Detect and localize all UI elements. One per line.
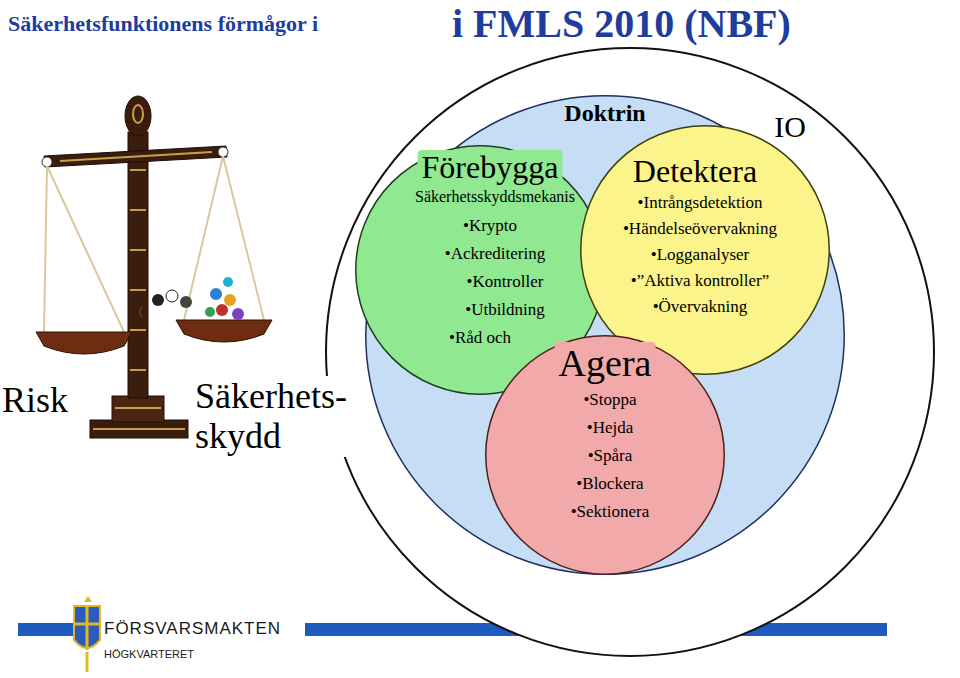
circle-heading: IO [774, 110, 806, 144]
label-slot: i FMLS 2010 (NBF) [452, 2, 791, 47]
text-slot: •Stoppa [583, 390, 636, 409]
right-pan [176, 320, 272, 342]
text-slot: •Hejda [587, 418, 634, 437]
agera-circle: Agera •Stoppa •Hejda •Spåra •Blockera •Sektio… [485, 335, 725, 575]
circle-heading: Detektera [633, 154, 757, 190]
label-slot: Risk [2, 380, 68, 420]
scale-pedestal [112, 396, 164, 422]
text-slot: •Utbildning [465, 300, 545, 319]
text-slot: •Spåra [588, 446, 633, 465]
bullet-item: •Blockera [576, 474, 643, 493]
bullet-item: •Spåra [588, 446, 633, 465]
scale-plinth [90, 420, 188, 438]
text-slot: •Råd och [449, 328, 511, 347]
threat-icons [140, 277, 244, 320]
slide-title: Säkerhetsfunktionens förmågor i [8, 12, 318, 37]
bullet-item: •Stoppa [583, 390, 636, 409]
scale-chains [44, 156, 264, 332]
circle-heading: Förebygga [418, 150, 563, 186]
text-slot: •Övervakning [653, 297, 748, 316]
circle-heading: Agera [555, 342, 656, 385]
crest-cross [74, 623, 100, 626]
text-slot: IO [774, 110, 806, 144]
bullet-item: •Kontroller [467, 272, 544, 291]
scale-knob [125, 96, 151, 136]
circle-heading: Doktrin [564, 100, 645, 127]
beam-end [42, 157, 52, 167]
text-slot: •Kontroller [467, 272, 544, 291]
left-pan [36, 332, 132, 354]
text-slot: •Ackreditering [445, 244, 545, 263]
text-slot: •Logganalyser [651, 245, 749, 264]
label-slot: HÖGKVARTERET [104, 644, 194, 662]
text-slot: •Krypto [463, 216, 517, 235]
text-slot: •Sektionera [571, 502, 650, 521]
scale-beam [44, 146, 227, 167]
text-slot: •”Aktiva kontroller” [631, 271, 770, 290]
brand-bar [18, 623, 78, 636]
text-slot: Detektera [633, 154, 757, 190]
bullet-item: •Krypto [463, 216, 517, 235]
agera-circle-shape [486, 336, 725, 575]
crest-cross [86, 606, 89, 650]
crest-crown [84, 596, 92, 602]
slide-title-main: i FMLS 2010 (NBF) [452, 2, 791, 47]
bullet-item: •Hejda [587, 418, 634, 437]
bullet-item: •Övervakning [653, 297, 748, 316]
label-slot: FÖRSVARSMAKTEN [104, 619, 281, 638]
text-slot: Förebygga [418, 150, 563, 186]
bullet-item: •Logganalyser [651, 245, 749, 264]
label-slot: Säkerhets- skydd [192, 376, 350, 457]
text-slot: Doktrin [564, 100, 645, 127]
bullet-item: •”Aktiva kontroller” [631, 271, 770, 290]
bullet-item: •Ackreditering [445, 244, 545, 263]
io-circle-shape [326, 48, 934, 656]
knob-ornament [133, 105, 143, 123]
risk-label: Risk [2, 380, 68, 420]
bullet-item: •Sektionera [571, 502, 650, 521]
text-slot: Säkerhetsskyddsmekanis [415, 188, 575, 206]
scale-pillar [128, 132, 148, 398]
bullet-item: •Händelseövervakning [623, 219, 777, 238]
crest-staff [86, 652, 89, 672]
bullet-item: •Råd och [449, 328, 511, 347]
text-slot: •Händelseövervakning [623, 219, 777, 238]
bullet-item: •Intrångsdetektion [638, 193, 763, 212]
beam-end [218, 147, 228, 157]
bullet-item: •Utbildning [465, 300, 545, 319]
brand-subtitle: HÖGKVARTERET [104, 648, 194, 660]
io-circle: IODoktrinFörebyggaSäkerhetsskyddsmekanis… [325, 47, 935, 657]
text-slot: •Intrångsdetektion [638, 193, 763, 212]
label-slot: Säkerhetsfunktionens förmågor i [8, 12, 318, 37]
pillar-stripes [93, 170, 185, 429]
bullet-item: Säkerhetsskyddsmekanis [415, 188, 575, 206]
beam-stripe [60, 152, 212, 161]
protection-label: Säkerhets- skydd [192, 376, 350, 457]
doktrin-circle: DoktrinFörebyggaSäkerhetsskyddsmekanis •K… [365, 95, 845, 575]
text-slot: •Blockera [576, 474, 643, 493]
text-slot: Agera [555, 342, 656, 385]
brand-name: FÖRSVARSMAKTEN [104, 619, 281, 638]
